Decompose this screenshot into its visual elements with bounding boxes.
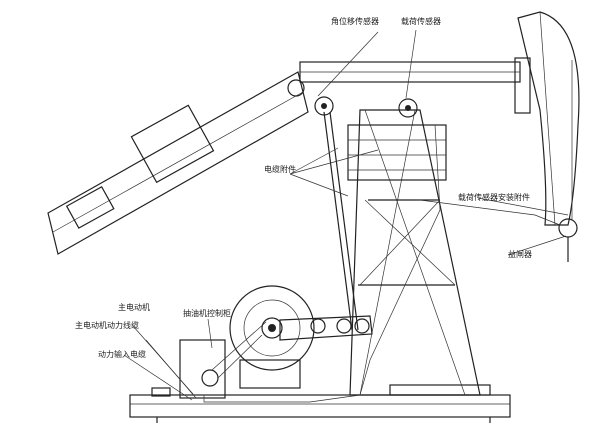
saddle-bearing (398, 98, 418, 118)
counterweight-crank-arm (47, 71, 309, 255)
gearbox (229, 285, 315, 371)
label-main-motor: 主电动机 (118, 303, 150, 312)
gearbox-base (239, 359, 301, 389)
ladder-guard (347, 124, 447, 181)
label-cable-fitting: 电缆附件 (264, 165, 296, 174)
pitman-arm (323, 111, 353, 331)
label-motor-power-cable: 主电动机动力线缆 (75, 321, 139, 330)
sensor-cable (203, 124, 441, 403)
label-load-sensor-mount: 载荷传感器安装附件 (458, 193, 530, 202)
motor-pulley (201, 369, 219, 387)
label-load-sensor: 载荷传感器 (401, 17, 441, 26)
label-rein-head: 益闸器 (508, 250, 532, 259)
crank (279, 315, 373, 341)
base-platform (129, 394, 511, 418)
samson-post (349, 109, 481, 396)
label-angle-sensor: 角位移传感器 (331, 17, 379, 26)
label-pump-controller: 抽油机控制柜 (183, 309, 231, 318)
horse-head (517, 11, 580, 226)
label-power-input-cable: 动力输入电缆 (98, 350, 146, 359)
main-motor (179, 339, 226, 399)
samson-post-base (389, 384, 491, 396)
rein-head-assembly (558, 218, 578, 238)
